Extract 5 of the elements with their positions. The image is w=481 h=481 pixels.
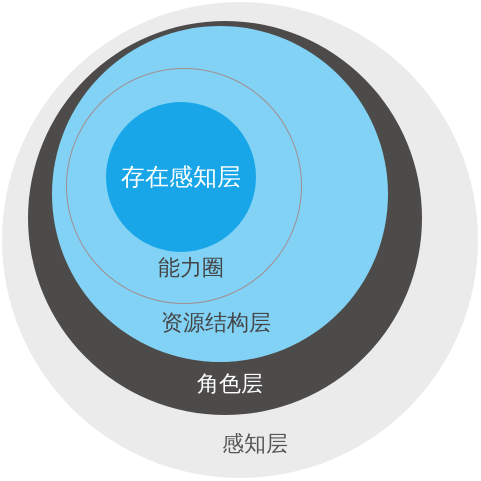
layer-label: 感知层 — [222, 434, 288, 456]
layer-label: 资源结构层 — [161, 313, 271, 335]
layer-label: 存在感知层 — [121, 165, 241, 189]
layer-label: 角色层 — [197, 374, 263, 396]
layer-label: 能力圈 — [158, 258, 224, 280]
